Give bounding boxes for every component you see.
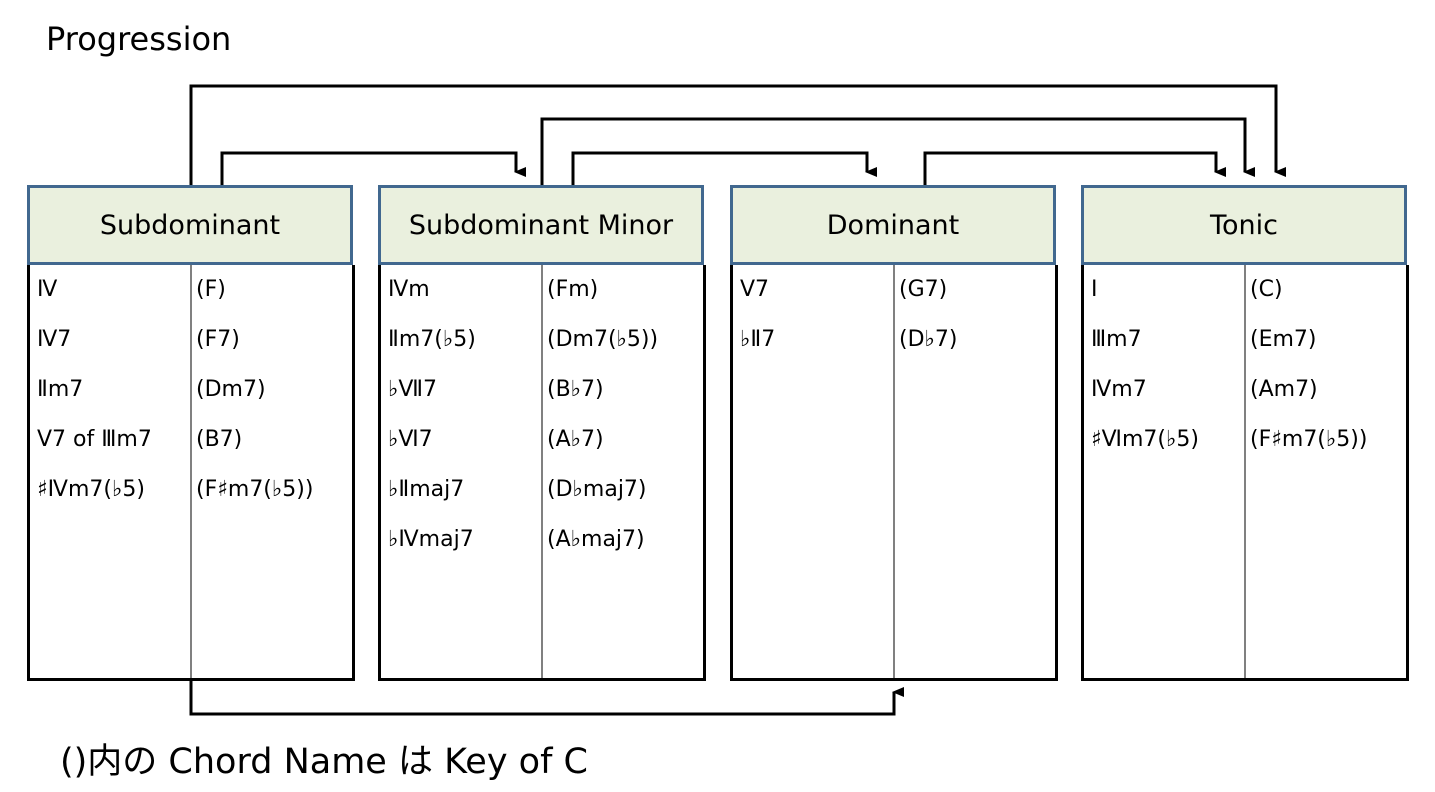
- degree-label: ♭Ⅵ7: [388, 427, 433, 452]
- chord-name: (D♭7): [899, 327, 958, 352]
- chord-name: (F7): [196, 327, 240, 352]
- degree-label: Ⅳ: [37, 277, 58, 302]
- chord-column: (Fm) (Dm7(♭5)) (B♭7) (A♭7) (D♭maj7) (A♭m…: [547, 265, 702, 565]
- column-divider: [541, 265, 543, 678]
- degree-label: Ⅱm7(♭5): [388, 327, 476, 352]
- chord-name: (F): [196, 277, 226, 302]
- arrow-subdominant-minor-to-tonic: [540, 117, 1255, 186]
- chord-name: (A♭7): [547, 427, 604, 452]
- degree-column: Ⅳm Ⅱm7(♭5) ♭Ⅶ7 ♭Ⅵ7 ♭Ⅱmaj7 ♭Ⅳmaj7: [388, 265, 538, 565]
- column-divider: [893, 265, 895, 678]
- degree-label: ♭Ⅶ7: [388, 377, 438, 402]
- degree-label: ♯Ⅳm7(♭5): [37, 477, 145, 502]
- chord-column: (F) (F7) (Dm7) (B7) (F♯m7(♭5)): [196, 265, 351, 515]
- degree-label: ♭Ⅱmaj7: [388, 477, 465, 502]
- degree-label: Ⅰ: [1091, 277, 1098, 302]
- degree-label: ♯Ⅵm7(♭5): [1091, 427, 1199, 452]
- arrow-subdominant-minor-to-dominant: [571, 151, 877, 186]
- chord-name: (B7): [196, 427, 243, 452]
- chord-name: (Am7): [1250, 377, 1318, 402]
- degree-label: Ⅳm: [388, 277, 430, 302]
- group-header: Subdominant: [27, 185, 353, 265]
- chord-name: (Fm): [547, 277, 599, 302]
- group-body: Ⅰ Ⅲm7 Ⅳm7 ♯Ⅵm7(♭5) (C) (Em7) (Am7) (F♯m7…: [1081, 265, 1409, 681]
- chord-name: (B♭7): [547, 377, 604, 402]
- chord-name: (G7): [899, 277, 948, 302]
- arrow-dominant-to-tonic: [923, 151, 1226, 186]
- degree-label: Ⅴ7: [740, 277, 770, 302]
- arrow-subdominant-to-subdominant-minor: [220, 151, 526, 186]
- degree-label: Ⅱm7: [37, 377, 84, 402]
- chord-column: (C) (Em7) (Am7) (F♯m7(♭5)): [1250, 265, 1405, 465]
- group-body: Ⅳm Ⅱm7(♭5) ♭Ⅶ7 ♭Ⅵ7 ♭Ⅱmaj7 ♭Ⅳmaj7 (Fm) (D…: [378, 265, 706, 681]
- degree-column: Ⅴ7 ♭Ⅱ7: [740, 265, 890, 365]
- degree-label: Ⅴ7 of Ⅲm7: [37, 427, 152, 452]
- column-divider: [190, 265, 192, 678]
- chord-column: (G7) (D♭7): [899, 265, 1054, 365]
- column-divider: [1244, 265, 1246, 678]
- group-header: Tonic: [1081, 185, 1407, 265]
- degree-label: ♭Ⅱ7: [740, 327, 776, 352]
- group-tonic: Tonic Ⅰ Ⅲm7 Ⅳm7 ♯Ⅵm7(♭5) (C) (Em7) (Am7)…: [1081, 185, 1409, 681]
- group-body: Ⅴ7 ♭Ⅱ7 (G7) (D♭7): [730, 265, 1058, 681]
- group-body: Ⅳ Ⅳ7 Ⅱm7 Ⅴ7 of Ⅲm7 ♯Ⅳm7(♭5) (F) (F7) (Dm…: [27, 265, 355, 681]
- chord-name: (F♯m7(♭5)): [1250, 427, 1368, 452]
- chord-name: (D♭maj7): [547, 477, 647, 502]
- chord-name: (F♯m7(♭5)): [196, 477, 314, 502]
- footnote: ()内の Chord Name は Key of C: [60, 742, 588, 782]
- group-subdominant-minor: Subdominant Minor Ⅳm Ⅱm7(♭5) ♭Ⅶ7 ♭Ⅵ7 ♭Ⅱm…: [378, 185, 706, 681]
- arrow-subdominant-to-tonic: [189, 84, 1286, 186]
- chord-name: (Dm7): [196, 377, 266, 402]
- degree-label: ♭Ⅳmaj7: [388, 527, 474, 552]
- chord-name: (Em7): [1250, 327, 1317, 352]
- chord-name: (A♭maj7): [547, 527, 645, 552]
- arrow-subdominant-to-dominant: [189, 681, 904, 716]
- group-dominant: Dominant Ⅴ7 ♭Ⅱ7 (G7) (D♭7): [730, 185, 1058, 681]
- degree-label: Ⅳm7: [1091, 377, 1147, 402]
- group-header: Dominant: [730, 185, 1056, 265]
- group-subdominant: Subdominant Ⅳ Ⅳ7 Ⅱm7 Ⅴ7 of Ⅲm7 ♯Ⅳm7(♭5) …: [27, 185, 355, 681]
- degree-column: Ⅳ Ⅳ7 Ⅱm7 Ⅴ7 of Ⅲm7 ♯Ⅳm7(♭5): [37, 265, 187, 515]
- degree-column: Ⅰ Ⅲm7 Ⅳm7 ♯Ⅵm7(♭5): [1091, 265, 1241, 465]
- degree-label: Ⅳ7: [37, 327, 72, 352]
- chord-name: (C): [1250, 277, 1283, 302]
- group-header: Subdominant Minor: [378, 185, 704, 265]
- degree-label: Ⅲm7: [1091, 327, 1142, 352]
- diagram-title: Progression: [46, 20, 232, 58]
- chord-name: (Dm7(♭5)): [547, 327, 659, 352]
